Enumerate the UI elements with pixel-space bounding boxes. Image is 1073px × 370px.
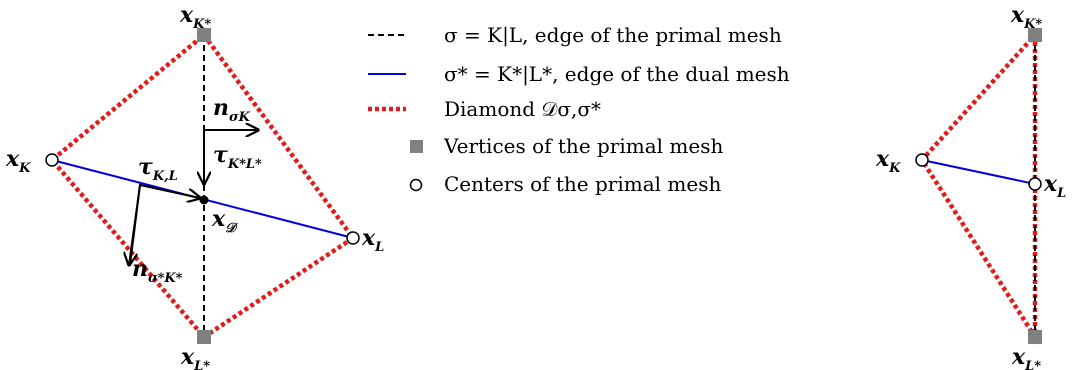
tau-kl-arrow [129,183,200,266]
label-x-d: x𝒟 [211,206,238,236]
right-dual-edge [921,159,1036,185]
right-vertex-k-star [1028,28,1042,42]
center-l [346,231,360,245]
legend-text-diamond: Diamond 𝒟σ,σ* [444,97,601,121]
right-label-x-k-star: xK* [1010,2,1042,32]
right-diagram: xK* xL* xK xL [875,2,1066,370]
center-k [45,153,59,167]
label-tau-kl: τK,L [138,154,178,184]
label-x-k: xK [5,146,31,176]
vertex-k-star [197,28,211,42]
right-label-x-l: xL [1043,171,1066,201]
label-x-l-star: xL* [180,344,210,370]
legend-text-primal-edge: σ = K|L, edge of the primal mesh [444,23,782,48]
right-vertex-l-star [1028,330,1042,344]
legend-text-center: Centers of the primal mesh [444,172,721,196]
diamond-center-point [199,195,209,205]
degenerate-diamond-outline [919,29,1038,345]
label-tau-kstar-lstar: τK*L* [213,142,262,172]
right-center-k [915,153,929,167]
label-n-sigma-k: nσK [213,95,251,125]
right-label-x-k: xK [875,146,901,176]
left-diagram: xK* xL* xK xL x𝒟 nσK τK*L* τK,L nσ*K* [5,2,384,370]
right-label-x-l-star: xL* [1011,344,1041,370]
right-center-l [1028,177,1042,191]
label-x-k-star: xK* [179,2,211,32]
vertex-l-star [197,330,211,344]
label-n-sigmastar-kstar: nσ*K* [132,256,183,286]
diamond-outline [48,31,357,340]
legend-symbol-center [409,178,423,192]
legend-text-vertex: Vertices of the primal mesh [443,134,723,158]
legend: σ = K|L, edge of the primal mesh σ* = K*… [368,23,790,196]
n-sigma-k-arrow [203,130,258,158]
label-x-l: xL [361,225,384,255]
n-sigmastar-kstar-arrow [129,184,141,265]
legend-text-dual-edge: σ* = K*|L*, edge of the dual mesh [444,62,790,87]
legend-symbol-vertex [410,140,423,153]
